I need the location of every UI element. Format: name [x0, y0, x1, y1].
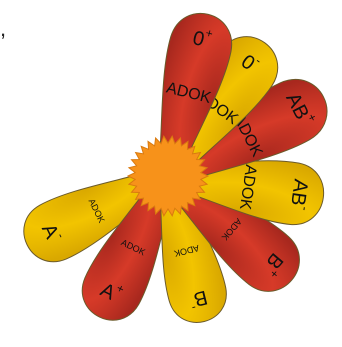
blood-type-flower-diagram: ADOKA-ADOKA+ADOKB-ADOKB+ADOKAB-ADOKAB+AD… — [0, 0, 342, 347]
